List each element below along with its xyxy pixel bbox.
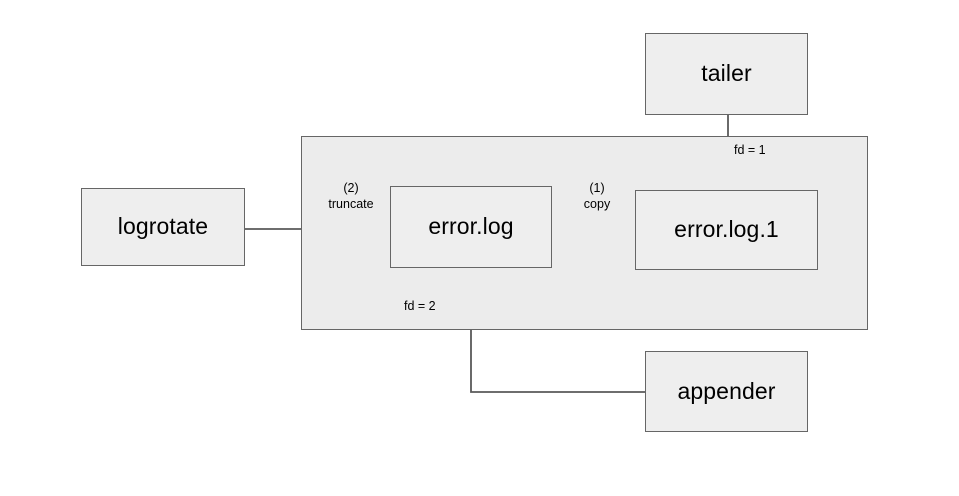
node-logrotate-label: logrotate xyxy=(117,213,209,240)
edge-label-fd-1-text: fd = 1 xyxy=(734,143,766,157)
node-error-log[interactable]: error.log xyxy=(390,186,552,268)
edge-label-truncate-text: truncate xyxy=(328,197,374,211)
node-tailer[interactable]: tailer xyxy=(645,33,808,115)
node-error-log-1-label: error.log.1 xyxy=(674,216,779,243)
edge-label-truncate: (2) truncate xyxy=(310,180,392,212)
node-error-log-1[interactable]: error.log.1 xyxy=(635,190,818,270)
node-error-log-label: error.log xyxy=(428,213,514,240)
node-appender[interactable]: appender xyxy=(645,351,808,432)
edge-label-truncate-step: (2) xyxy=(343,181,359,195)
edge-label-copy-text: copy xyxy=(583,197,611,211)
edge-label-copy-step: (1) xyxy=(589,181,605,195)
node-tailer-label: tailer xyxy=(701,60,752,87)
node-appender-label: appender xyxy=(677,377,776,404)
edge-label-fd-2-text: fd = 2 xyxy=(404,299,436,313)
edge-label-fd-1: fd = 1 xyxy=(734,142,794,158)
edge-label-copy: (1) copy xyxy=(558,180,636,212)
edge-label-fd-2: fd = 2 xyxy=(404,298,464,314)
node-logrotate[interactable]: logrotate xyxy=(81,188,245,266)
